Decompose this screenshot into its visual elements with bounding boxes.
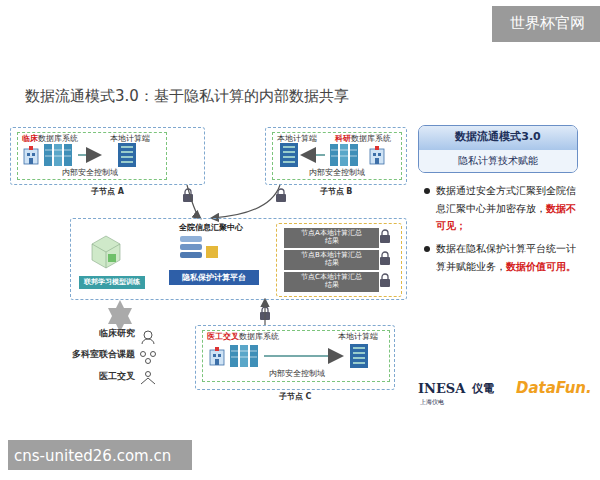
node-text: 联邦学习模型训练 bbox=[84, 278, 140, 286]
node-box: 子节点 A临床数据库系统本地计算端内部安全控制域 bbox=[10, 127, 205, 185]
node-text: 节点A本地计算汇总结果 bbox=[300, 230, 364, 245]
diagram-title: 数据流通模式3.0：基于隐私计算的内部数据共享 bbox=[25, 87, 349, 105]
text-part: 临床 bbox=[22, 134, 38, 143]
node-text: 本地计算端 bbox=[110, 135, 150, 144]
node-box: 医工交叉数据库系统 本地计算端内部安全控制域 bbox=[202, 330, 390, 382]
node-text: 子节点 A bbox=[11, 187, 204, 196]
node-text: 隐私计算技术赋能 bbox=[419, 150, 577, 173]
text-part: 科研 bbox=[335, 134, 351, 143]
node-text: 内部安全控制域 bbox=[62, 169, 118, 178]
node-text: 节点C本地计算汇总结果 bbox=[300, 274, 364, 289]
node-text: 本地计算端 bbox=[277, 135, 317, 144]
node-box: 本地计算端 科研数据库系统内部安全控制域 bbox=[272, 132, 402, 180]
node-box: 子节点 C医工交叉数据库系统本地计算端内部安全控制域 bbox=[195, 325, 395, 390]
node-box: 节点C本地计算汇总结果 bbox=[284, 272, 379, 292]
node-text: 内部安全控制域 bbox=[269, 370, 325, 379]
list-item: 临床研究 bbox=[55, 328, 135, 339]
watermark: cns-united26.com.cn bbox=[14, 447, 190, 465]
list-item: 医工交叉 bbox=[55, 371, 135, 382]
node-box: 节点B本地计算汇总结果 bbox=[284, 250, 379, 270]
node-box: 全院信息汇聚中心联邦学习模型训练 隐私保护计算平台 节点A本地计算汇总结果节点B本地… bbox=[70, 218, 407, 300]
logo-text: 上海仪电 bbox=[420, 398, 480, 405]
bullet-text: 数据通过安全方式汇聚到全院信息汇聚中心并加密存放，数据不可见； bbox=[436, 182, 582, 235]
node-box: 节点A本地计算汇总结果 bbox=[284, 228, 379, 248]
connector-arrow bbox=[187, 185, 200, 218]
node-text: 科研数据库系统 bbox=[335, 135, 391, 144]
node-text: 隐私保护计算平台 bbox=[182, 273, 246, 282]
logo-text: 仪電 bbox=[472, 382, 512, 395]
node-text: 节点B本地计算汇总结果 bbox=[300, 252, 364, 267]
connector-arrow bbox=[264, 300, 265, 325]
node-text: 子节点 B bbox=[266, 187, 406, 196]
list-item: 多科室联合课题 bbox=[45, 349, 135, 360]
text-part: 数据库系统 bbox=[38, 134, 78, 143]
node-text: 医工交叉数据库系统 bbox=[207, 333, 279, 342]
text-part: 数据价值可用。 bbox=[506, 261, 576, 272]
text-part: 数据库系统 bbox=[351, 134, 391, 143]
node-box: 节点A本地计算汇总结果节点B本地计算汇总结果节点C本地计算汇总结果 bbox=[276, 223, 402, 297]
text-part: 数据库系统 bbox=[239, 332, 279, 341]
watermark: 世界杯官网 bbox=[495, 14, 599, 32]
text-part: 医工交叉 bbox=[207, 332, 239, 341]
logo-text: INESA bbox=[418, 381, 478, 397]
node-text: 全院信息汇聚中心 bbox=[179, 223, 243, 232]
node-text: 子节点 C bbox=[196, 392, 394, 401]
node-box: 联邦学习模型训练 bbox=[79, 276, 145, 289]
node-box: 临床数据库系统 本地计算端内部安全控制域 bbox=[17, 132, 167, 180]
node-text: 内部安全控制域 bbox=[309, 169, 365, 178]
logo-text: DataFun. bbox=[516, 379, 598, 397]
connector-arrow bbox=[212, 185, 280, 218]
node-text: 数据流通模式3.0 bbox=[419, 126, 577, 150]
node-box: 隐私保护计算平台 bbox=[169, 270, 259, 285]
node-box: 子节点 B本地计算端科研数据库系统内部安全控制域 bbox=[265, 127, 407, 185]
node-box: 数据流通模式3.0隐私计算技术赋能 bbox=[418, 125, 578, 173]
node-text: 本地计算端 bbox=[338, 333, 378, 342]
node-text: 临床数据库系统 bbox=[22, 135, 78, 144]
bullet-text: 数据在隐私保护计算平台统一计算并赋能业务，数据价值可用。 bbox=[436, 240, 582, 275]
